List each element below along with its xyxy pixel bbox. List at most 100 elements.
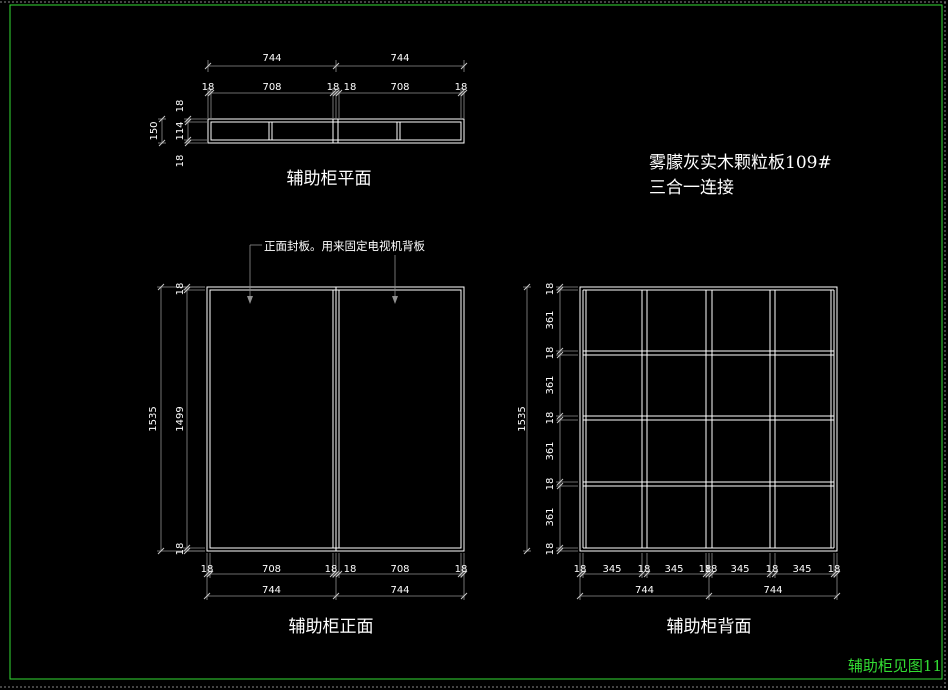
dimension-label: 18 (325, 564, 338, 575)
dimension-label: 18 (766, 564, 779, 575)
dimension-tick (766, 570, 774, 578)
material-note-line1: 雾朦灰实木颗粒板109# (649, 153, 832, 173)
dimension-tick (705, 592, 713, 600)
dimension-tick (183, 544, 191, 552)
dimension-label: 1535 (517, 406, 528, 431)
dimension-tick (576, 592, 584, 600)
dimension-tick (157, 283, 165, 291)
dimension-label: 744 (262, 53, 281, 64)
dimension-label: 18 (202, 82, 215, 93)
dimension-tick (643, 570, 651, 578)
dimension-label: 18 (828, 564, 841, 575)
material-note-line2: 三合一连接 (649, 178, 734, 198)
dimension-label: 18 (455, 82, 468, 93)
dimension-label: 744 (390, 585, 409, 596)
dimension-tick (556, 412, 564, 420)
dimension-label: 744 (262, 585, 281, 596)
dimension-tick (183, 547, 191, 555)
dimension-tick (556, 478, 564, 486)
annotation-arrow (392, 296, 398, 304)
dimension-label: 744 (763, 585, 782, 596)
dimension-label: 361 (545, 310, 556, 329)
dimension-label: 18 (545, 283, 556, 296)
dimension-tick (332, 89, 340, 97)
dimension-label: 150 (149, 121, 160, 140)
dimension-tick (830, 570, 838, 578)
dimension-tick (833, 592, 841, 600)
dimension-label: 18 (574, 564, 587, 575)
dimension-label: 1535 (148, 406, 159, 431)
dimension-label: 345 (792, 564, 811, 575)
dimension-tick (457, 570, 465, 578)
dimension-label: 18 (455, 564, 468, 575)
dimension-label: 345 (664, 564, 683, 575)
plan-outer-frame (207, 118, 465, 144)
front-view-title: 辅助柜正面 (289, 617, 374, 637)
dimension-tick (638, 570, 646, 578)
dimension-tick (771, 570, 779, 578)
dimension-tick (329, 89, 337, 97)
dimension-tick (556, 544, 564, 552)
annotation-arrow (247, 296, 253, 304)
dimension-tick (457, 89, 465, 97)
dimension-tick (203, 570, 211, 578)
dimension-tick (204, 62, 212, 70)
dimension-tick (460, 62, 468, 70)
dimension-label: 361 (545, 507, 556, 526)
dimension-label: 18 (327, 82, 340, 93)
plan-inner-frame (210, 121, 462, 141)
dimension-tick (556, 416, 564, 424)
dimension-tick (576, 570, 584, 578)
dimension-tick (204, 89, 212, 97)
sheet-reference: 辅助柜见图11 (848, 657, 942, 675)
back-grid (582, 289, 835, 549)
dimension-tick (523, 283, 531, 291)
dimension-label: 18 (175, 543, 186, 556)
dimension-label: 18 (545, 412, 556, 425)
dimension-label: 18 (344, 564, 357, 575)
dimension-label: 345 (730, 564, 749, 575)
dimension-label: 744 (635, 585, 654, 596)
dimension-tick (556, 347, 564, 355)
dimension-label: 18 (175, 283, 186, 296)
dimension-tick (329, 570, 337, 578)
dimension-label: 744 (390, 53, 409, 64)
dimension-label: 361 (545, 375, 556, 394)
dimension-label: 18 (699, 564, 712, 575)
dimension-label: 18 (705, 564, 718, 575)
dimension-tick (708, 570, 716, 578)
dimension-tick (184, 136, 192, 144)
dimension-label: 114 (175, 121, 186, 140)
dimension-tick (184, 115, 192, 123)
dimension-tick (833, 570, 841, 578)
dimension-tick (184, 139, 192, 147)
dimension-label: 708 (390, 564, 409, 575)
dimension-tick (203, 592, 211, 600)
dimension-tick (206, 570, 214, 578)
dimension-label: 18 (545, 478, 556, 491)
dimension-tick (157, 547, 165, 555)
dimension-tick (158, 139, 166, 147)
dimension-label: 18 (638, 564, 651, 575)
dimension-tick (335, 570, 343, 578)
back-view-title: 辅助柜背面 (667, 617, 752, 637)
dimension-tick (332, 62, 340, 70)
dimension-tick (556, 351, 564, 359)
back-outer-frame (579, 286, 838, 552)
dimension-tick (207, 89, 215, 97)
dimension-tick (705, 570, 713, 578)
dimension-label: 708 (262, 564, 281, 575)
dimension-tick (556, 547, 564, 555)
viewport-border (9, 4, 943, 680)
dimension-tick (158, 115, 166, 123)
dimension-label: 345 (602, 564, 621, 575)
dimension-label: 18 (545, 347, 556, 360)
dimension-tick (579, 570, 587, 578)
dimension-tick (523, 547, 531, 555)
